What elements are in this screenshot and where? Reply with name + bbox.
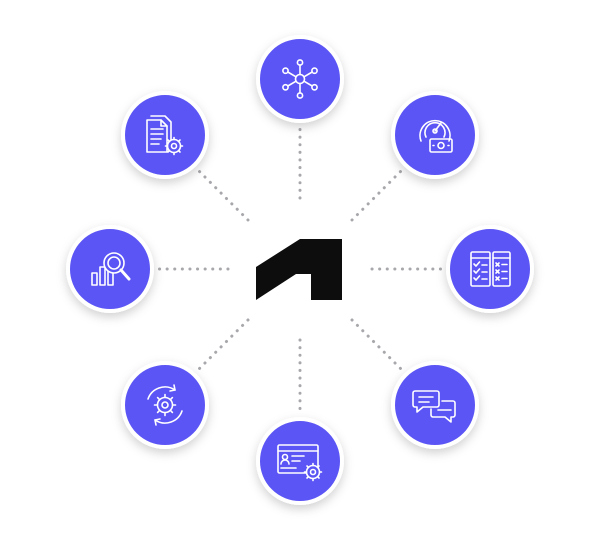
node-checklist[interactable] (446, 225, 534, 313)
user-profile-gear-icon (277, 444, 323, 482)
checklist-forms-icon (470, 251, 511, 287)
node-automation[interactable] (121, 361, 209, 449)
node-user-settings[interactable] (256, 417, 344, 505)
node-document-settings[interactable] (121, 91, 209, 179)
node-communication[interactable] (391, 361, 479, 449)
connector-document-settings (194, 166, 250, 222)
node-integrations[interactable] (256, 35, 344, 123)
node-automation-circle (121, 361, 209, 449)
gauge-money-icon (419, 119, 453, 153)
chart-magnifier-icon (91, 252, 131, 286)
node-analytics[interactable] (66, 225, 154, 313)
gear-cycle-icon (147, 384, 183, 426)
node-document-settings-circle (121, 91, 209, 179)
connector-automation (194, 318, 250, 374)
documents-gear-icon (146, 115, 184, 156)
node-communication-circle (391, 361, 479, 449)
connector-pricing (350, 166, 406, 222)
logo-mark (256, 239, 342, 300)
network-hub-icon (282, 59, 318, 99)
node-integrations-circle (256, 35, 344, 123)
connector-lines (154, 126, 446, 416)
connector-communication (350, 318, 406, 374)
node-pricing[interactable] (391, 91, 479, 179)
chat-bubbles-icon (412, 390, 456, 423)
company-logo (256, 239, 342, 300)
node-pricing-circle (391, 91, 479, 179)
